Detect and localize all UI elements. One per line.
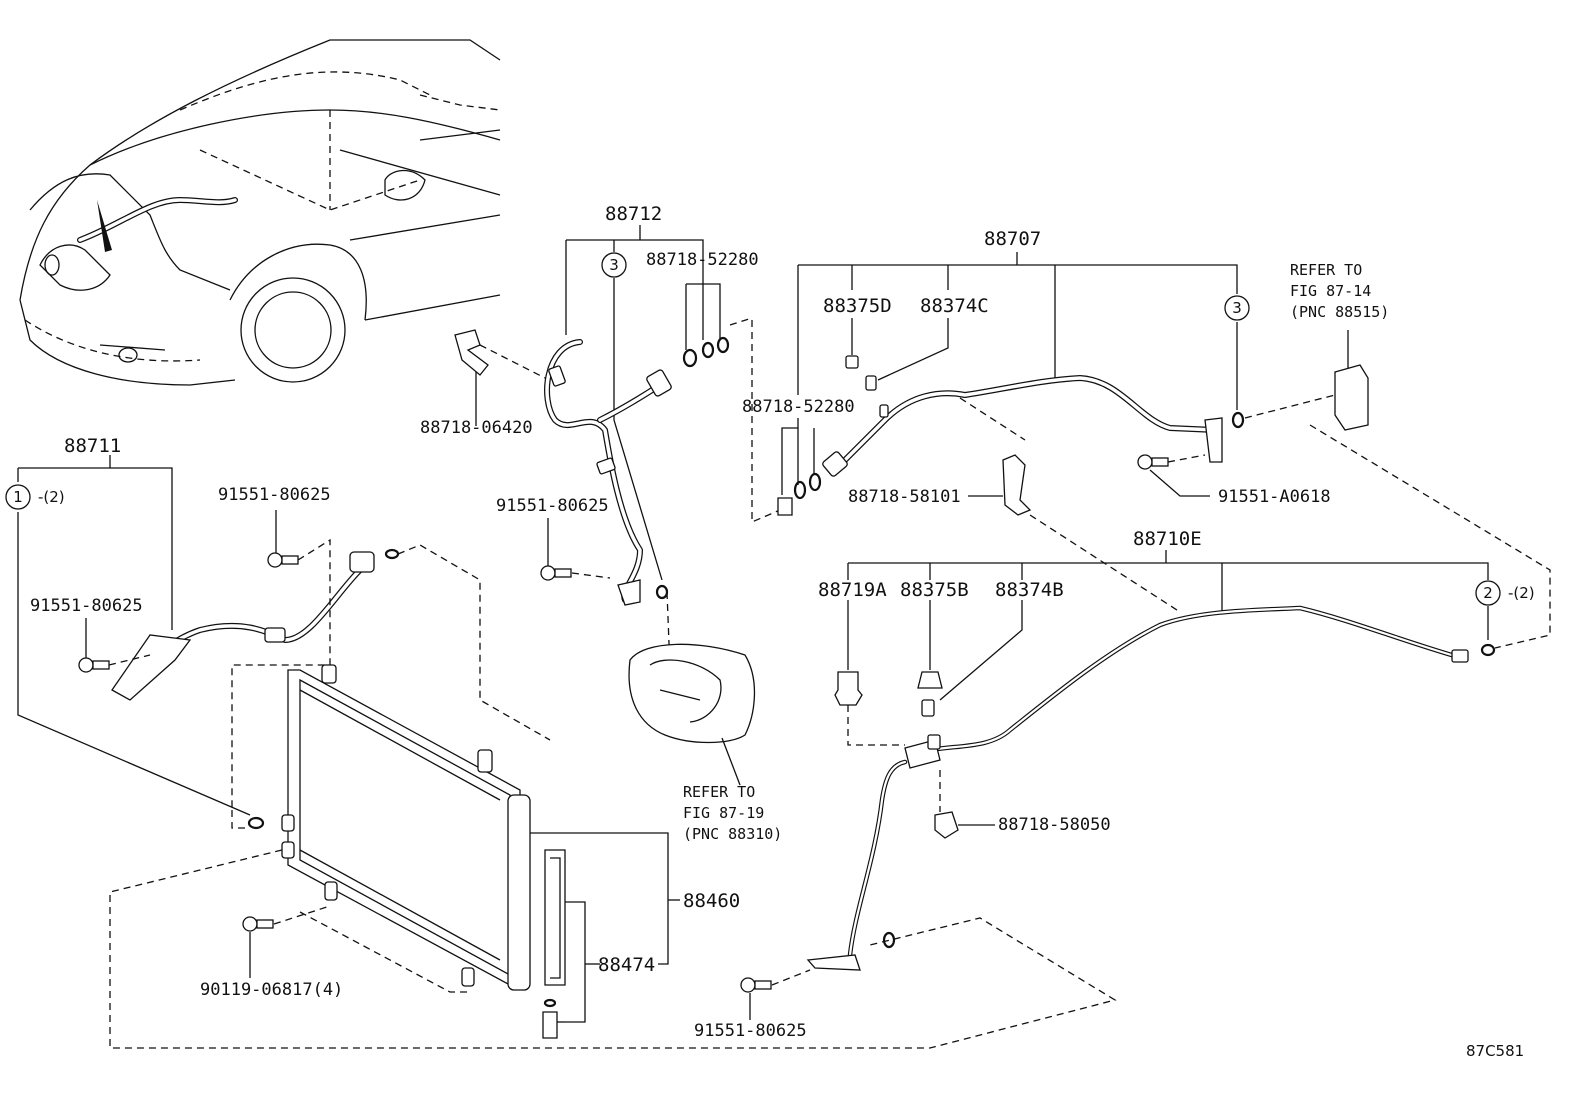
label-88718-58101: 88718-58101 — [848, 487, 961, 507]
part-88710e-group — [740, 514, 1496, 1020]
svg-text:FIG 87-14: FIG 87-14 — [1290, 282, 1371, 300]
part-88711-group — [17, 455, 551, 830]
part-88707-group — [777, 252, 1551, 649]
label-91551-a0618: 91551-A0618 — [1218, 487, 1331, 507]
svg-text:2: 2 — [1483, 584, 1493, 602]
bolt-icon — [78, 657, 110, 673]
label-88375d: 88375D — [823, 295, 892, 317]
label-88718-52280-a: 88718-52280 — [646, 250, 759, 270]
svg-text:FIG 87-19: FIG 87-19 — [683, 804, 764, 822]
label-88374b: 88374B — [995, 579, 1064, 601]
svg-text:(PNC 88515): (PNC 88515) — [1290, 303, 1389, 321]
callout-3-right: 3 — [1224, 295, 1250, 321]
label-88712: 88712 — [605, 203, 662, 225]
refer-fig-87-14: REFER TO FIG 87-14 (PNC 88515) — [1290, 261, 1389, 321]
diagram-code: 87C581 — [1466, 1042, 1524, 1060]
label-88375b: 88375B — [900, 579, 969, 601]
bolt-icon — [1137, 454, 1169, 470]
label-88718-52280-b: 88718-52280 — [742, 397, 855, 417]
label-91551-80625-b: 91551-80625 — [30, 596, 143, 616]
label-88460: 88460 — [683, 890, 740, 912]
label-88718-06420: 88718-06420 — [420, 418, 533, 438]
bolt-icon — [267, 552, 299, 568]
label-88474: 88474 — [598, 954, 655, 976]
vehicle-outline — [19, 39, 501, 386]
svg-text:REFER TO: REFER TO — [1290, 261, 1362, 279]
svg-text:3: 3 — [1232, 299, 1242, 317]
svg-text:REFER TO: REFER TO — [683, 783, 755, 801]
label-88707: 88707 — [984, 228, 1041, 250]
label-91551-80625-d: 91551-80625 — [694, 1021, 807, 1041]
bolt-icon — [242, 916, 274, 932]
part-88712-group — [454, 225, 730, 721]
svg-text:(PNC 88310): (PNC 88310) — [683, 825, 782, 843]
callout-3-left: 3 — [601, 252, 627, 278]
svg-text:1: 1 — [13, 488, 23, 506]
svg-text:-(2): -(2) — [38, 488, 65, 506]
bolt-icon — [740, 977, 772, 993]
condenser — [281, 664, 531, 991]
svg-text:-(2): -(2) — [1508, 584, 1535, 602]
label-88374c: 88374C — [920, 295, 989, 317]
label-91551-80625-c: 91551-80625 — [496, 496, 609, 516]
svg-text:3: 3 — [609, 256, 619, 274]
callout-1: 1 -(2) — [5, 484, 65, 510]
label-88711: 88711 — [64, 435, 121, 457]
label-88718-58050: 88718-58050 — [998, 815, 1111, 835]
label-88719a: 88719A — [818, 579, 887, 601]
label-90119-06817: 90119-06817(4) — [200, 980, 343, 1000]
bolt-icon — [540, 565, 572, 581]
compressor — [628, 643, 756, 786]
refer-fig-87-19: REFER TO FIG 87-19 (PNC 88310) — [683, 783, 782, 843]
receiver-parts — [530, 832, 680, 1039]
callout-2: 2 -(2) — [1475, 580, 1535, 606]
label-91551-80625-a: 91551-80625 — [218, 485, 331, 505]
label-88710e: 88710E — [1133, 528, 1202, 550]
